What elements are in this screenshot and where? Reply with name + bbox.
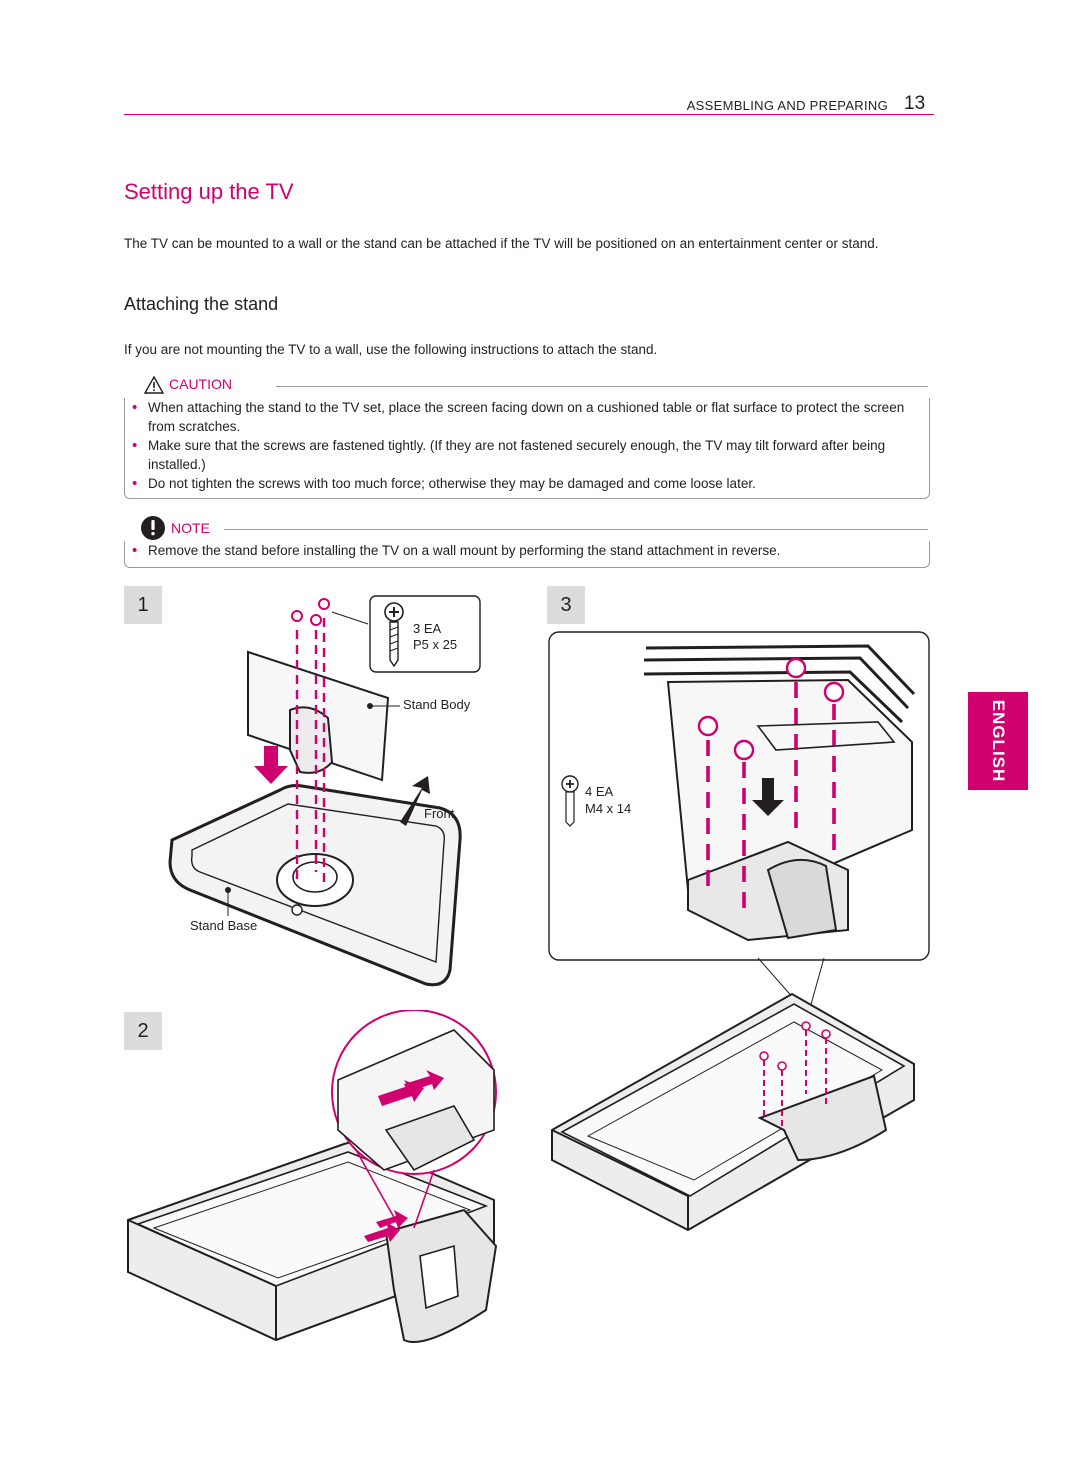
- stand-body-label: Stand Body: [403, 697, 471, 712]
- caution-label: CAUTION: [164, 376, 237, 392]
- figure-3-fasten-screws: [548, 631, 930, 1232]
- screw-icon: [318, 598, 330, 610]
- screw-icon: [785, 657, 807, 679]
- step-1-badge: 1: [124, 586, 162, 624]
- note-line: [224, 529, 928, 530]
- screw-icon: [733, 739, 755, 761]
- step-2-badge: 2: [124, 1012, 162, 1050]
- insert-arrow-icon: [404, 1070, 444, 1092]
- caution-line: [276, 386, 928, 387]
- header-rule: [124, 114, 934, 115]
- language-tab-label: ENGLISH: [989, 699, 1008, 783]
- caution-header: CAUTION: [124, 374, 930, 398]
- down-arrow-icon: [254, 746, 288, 784]
- down-arrow-icon: [752, 778, 784, 816]
- note-exclamation-icon: [141, 516, 165, 540]
- figure-2-attach-stand: [127, 1010, 498, 1343]
- figure-1-stand-assembly: [168, 595, 481, 987]
- intro-paragraph: The TV can be mounted to a wall or the s…: [124, 236, 879, 251]
- note-label: NOTE: [166, 520, 215, 536]
- front-label: Front: [424, 806, 455, 821]
- screw-icon: [823, 681, 845, 703]
- language-tab: ENGLISH: [968, 692, 1028, 790]
- caution-item: Do not tighten the screws with too much …: [124, 474, 914, 493]
- screw-icon: [697, 715, 719, 737]
- note-header: NOTE: [124, 515, 930, 541]
- caution-item: Make sure that the screws are fastened t…: [124, 436, 914, 474]
- fig3-screw-size: M4 x 14: [585, 801, 632, 816]
- screw-icon: [310, 614, 322, 626]
- fig3-screw-qty: 4 EA: [585, 784, 614, 799]
- fig1-screw-qty: 3 EA: [413, 621, 442, 636]
- fig1-screw-size: P5 x 25: [413, 637, 458, 652]
- insert-arrow-icon: [364, 1222, 400, 1242]
- caution-item: When attaching the stand to the TV set, …: [124, 398, 914, 436]
- section-heading: Attaching the stand: [124, 294, 279, 314]
- note-item: Remove the stand before installing the T…: [124, 541, 914, 560]
- page-title: Setting up the TV: [124, 179, 294, 204]
- screw-icon: [291, 610, 303, 622]
- stand-base-label: Stand Base: [190, 918, 258, 933]
- page-number: 13: [904, 93, 926, 114]
- step-3-badge: 3: [547, 586, 585, 624]
- section-label: ASSEMBLING AND PREPARING: [686, 98, 888, 113]
- caution-triangle-icon: [144, 376, 164, 394]
- caution-list: When attaching the stand to the TV set, …: [124, 398, 914, 493]
- front-arrow-icon: [400, 776, 430, 826]
- instructions-paragraph: If you are not mounting the TV to a wall…: [124, 342, 658, 357]
- insert-arrow-icon: [376, 1210, 408, 1228]
- note-list: Remove the stand before installing the T…: [124, 541, 914, 560]
